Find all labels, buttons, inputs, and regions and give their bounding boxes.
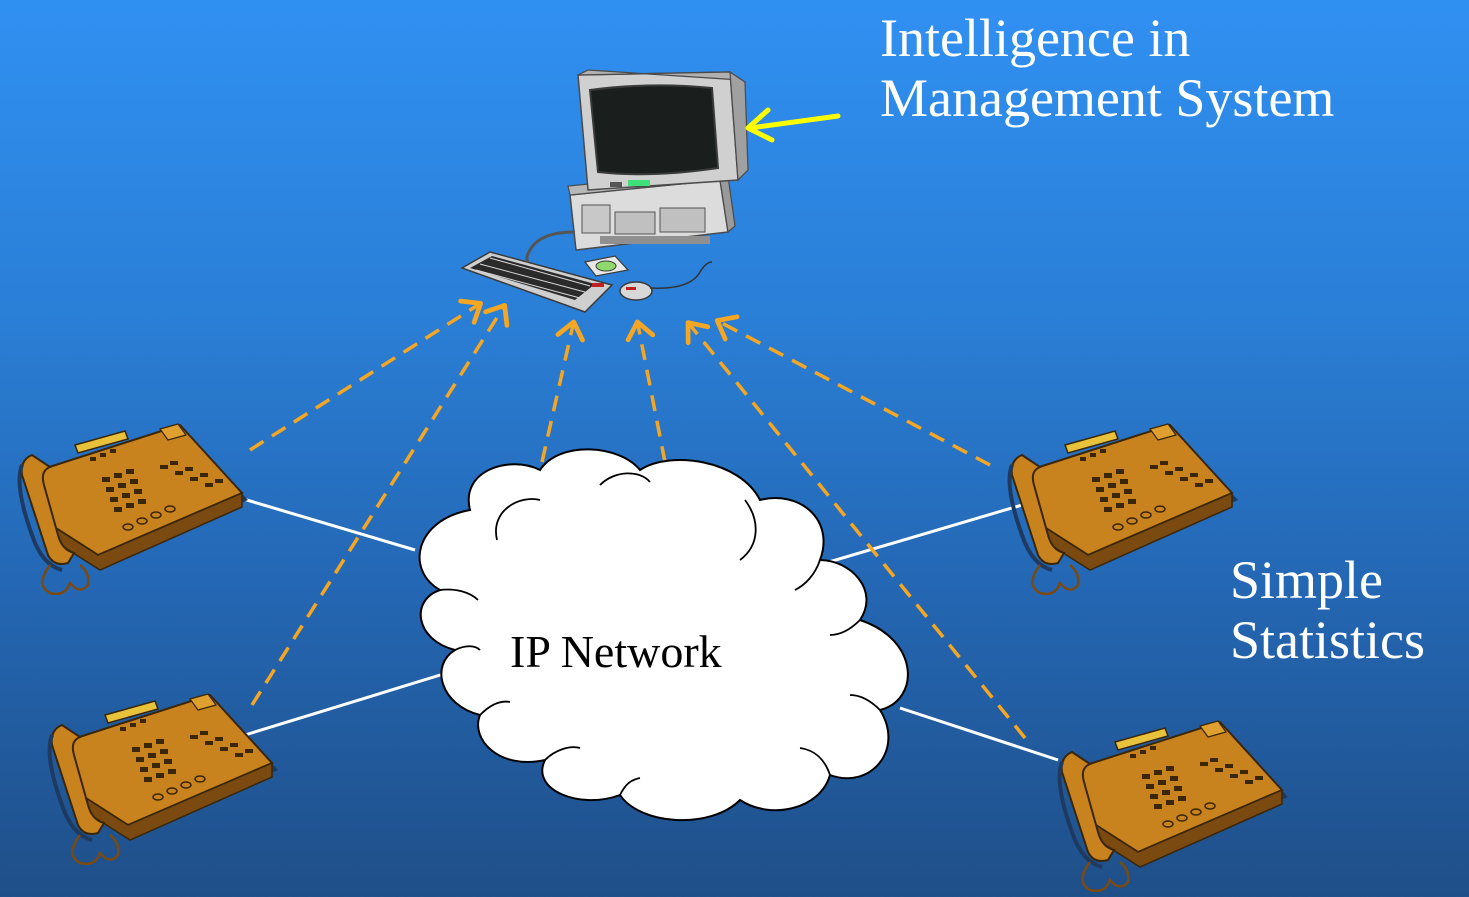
pointer-arrow [745, 107, 841, 143]
arrow-from-phone-top-right [714, 314, 991, 467]
arrow-from-cloud-right [625, 319, 667, 463]
phone-icon [47, 692, 280, 865]
computer-icon [460, 69, 749, 313]
phone-icon [1057, 719, 1290, 892]
simple-statistics-label: Simple Statistics [1230, 550, 1425, 670]
arrow-from-phone-bottom-right [685, 320, 1027, 740]
cloud-icon [418, 448, 909, 822]
arrow-from-cloud-left [540, 319, 585, 463]
arrow-from-phone-top-left [249, 298, 484, 452]
statistics-arrows [249, 298, 1027, 740]
link-phone-bottom-right [899, 706, 1059, 762]
phone-icon [1007, 422, 1240, 595]
management-label-line1: Intelligence in [880, 8, 1191, 68]
arrow-from-phone-bottom-left [250, 302, 510, 706]
ip-network-label: IP Network [510, 626, 722, 677]
management-label-line2: Management System [880, 68, 1335, 128]
phone-icon [17, 422, 250, 595]
link-phone-top-left [239, 496, 416, 552]
management-system-label: Intelligence in Management System [880, 8, 1334, 128]
statistics-label-line1: Simple [1230, 550, 1384, 610]
statistics-label-line2: Statistics [1230, 610, 1426, 670]
link-phone-bottom-left [244, 670, 451, 737]
